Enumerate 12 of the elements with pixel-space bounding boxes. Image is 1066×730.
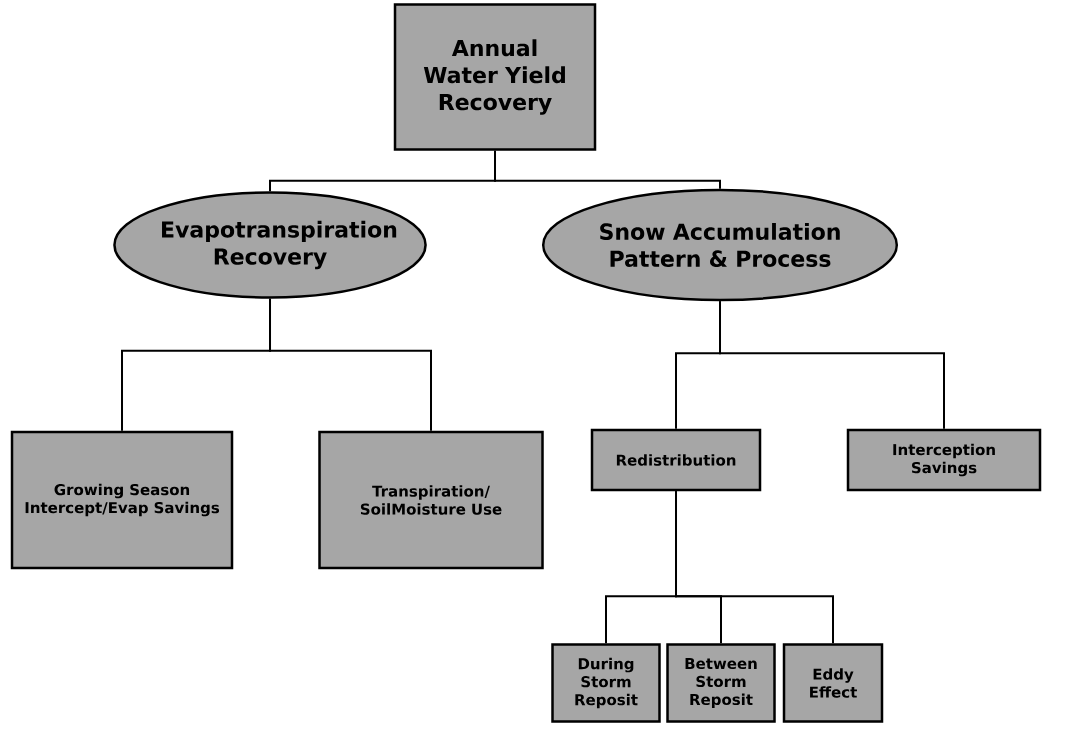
process-box: Redistribution xyxy=(590,428,762,492)
process-box: Transpiration/ SoilMoisture Use xyxy=(318,430,544,570)
process-box: Growing Season Intercept/Evap Savings xyxy=(10,430,234,570)
process-box: Annual Water Yield Recovery xyxy=(393,3,597,151)
connector-line xyxy=(494,149,721,190)
process-box: Between Storm Reposit xyxy=(666,643,776,723)
connector-line xyxy=(675,490,834,645)
process-box: During Storm Reposit xyxy=(551,643,661,723)
process-box: Eddy Effect xyxy=(782,643,884,723)
connector-line xyxy=(269,297,432,432)
process-box: Interception Savings xyxy=(846,428,1042,492)
connector-line xyxy=(719,300,945,430)
